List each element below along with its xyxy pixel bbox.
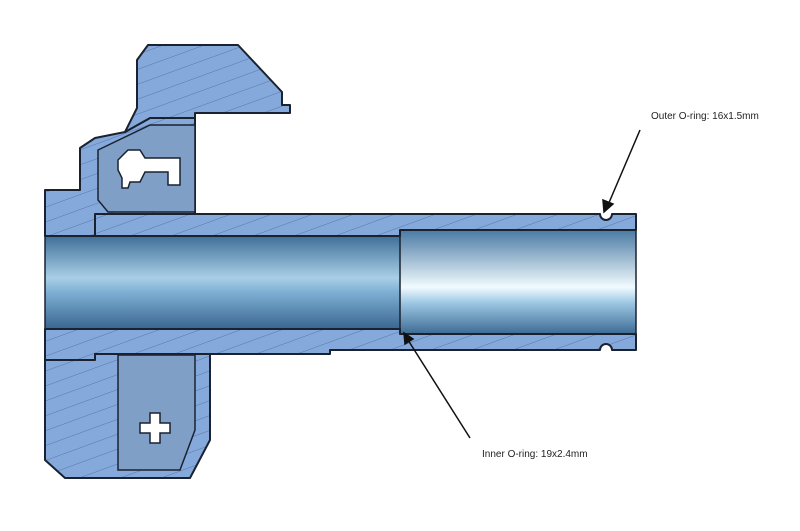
tube-top-wall <box>44 213 637 237</box>
inner-oring-arrow <box>403 331 471 439</box>
outer-oring-arrow <box>602 129 641 214</box>
outer-oring-label: Outer O-ring: 16x1.5mm <box>651 111 759 122</box>
inner-oring-label: Inner O-ring: 19x2.4mm <box>482 449 588 460</box>
tube-bottom-wall <box>44 328 637 361</box>
inner-bore-narrow <box>44 235 402 330</box>
upper-keyhole <box>117 149 181 189</box>
inner-bore-wide <box>399 229 637 335</box>
lower-cross-hole <box>139 412 171 444</box>
top-clip <box>124 44 291 133</box>
